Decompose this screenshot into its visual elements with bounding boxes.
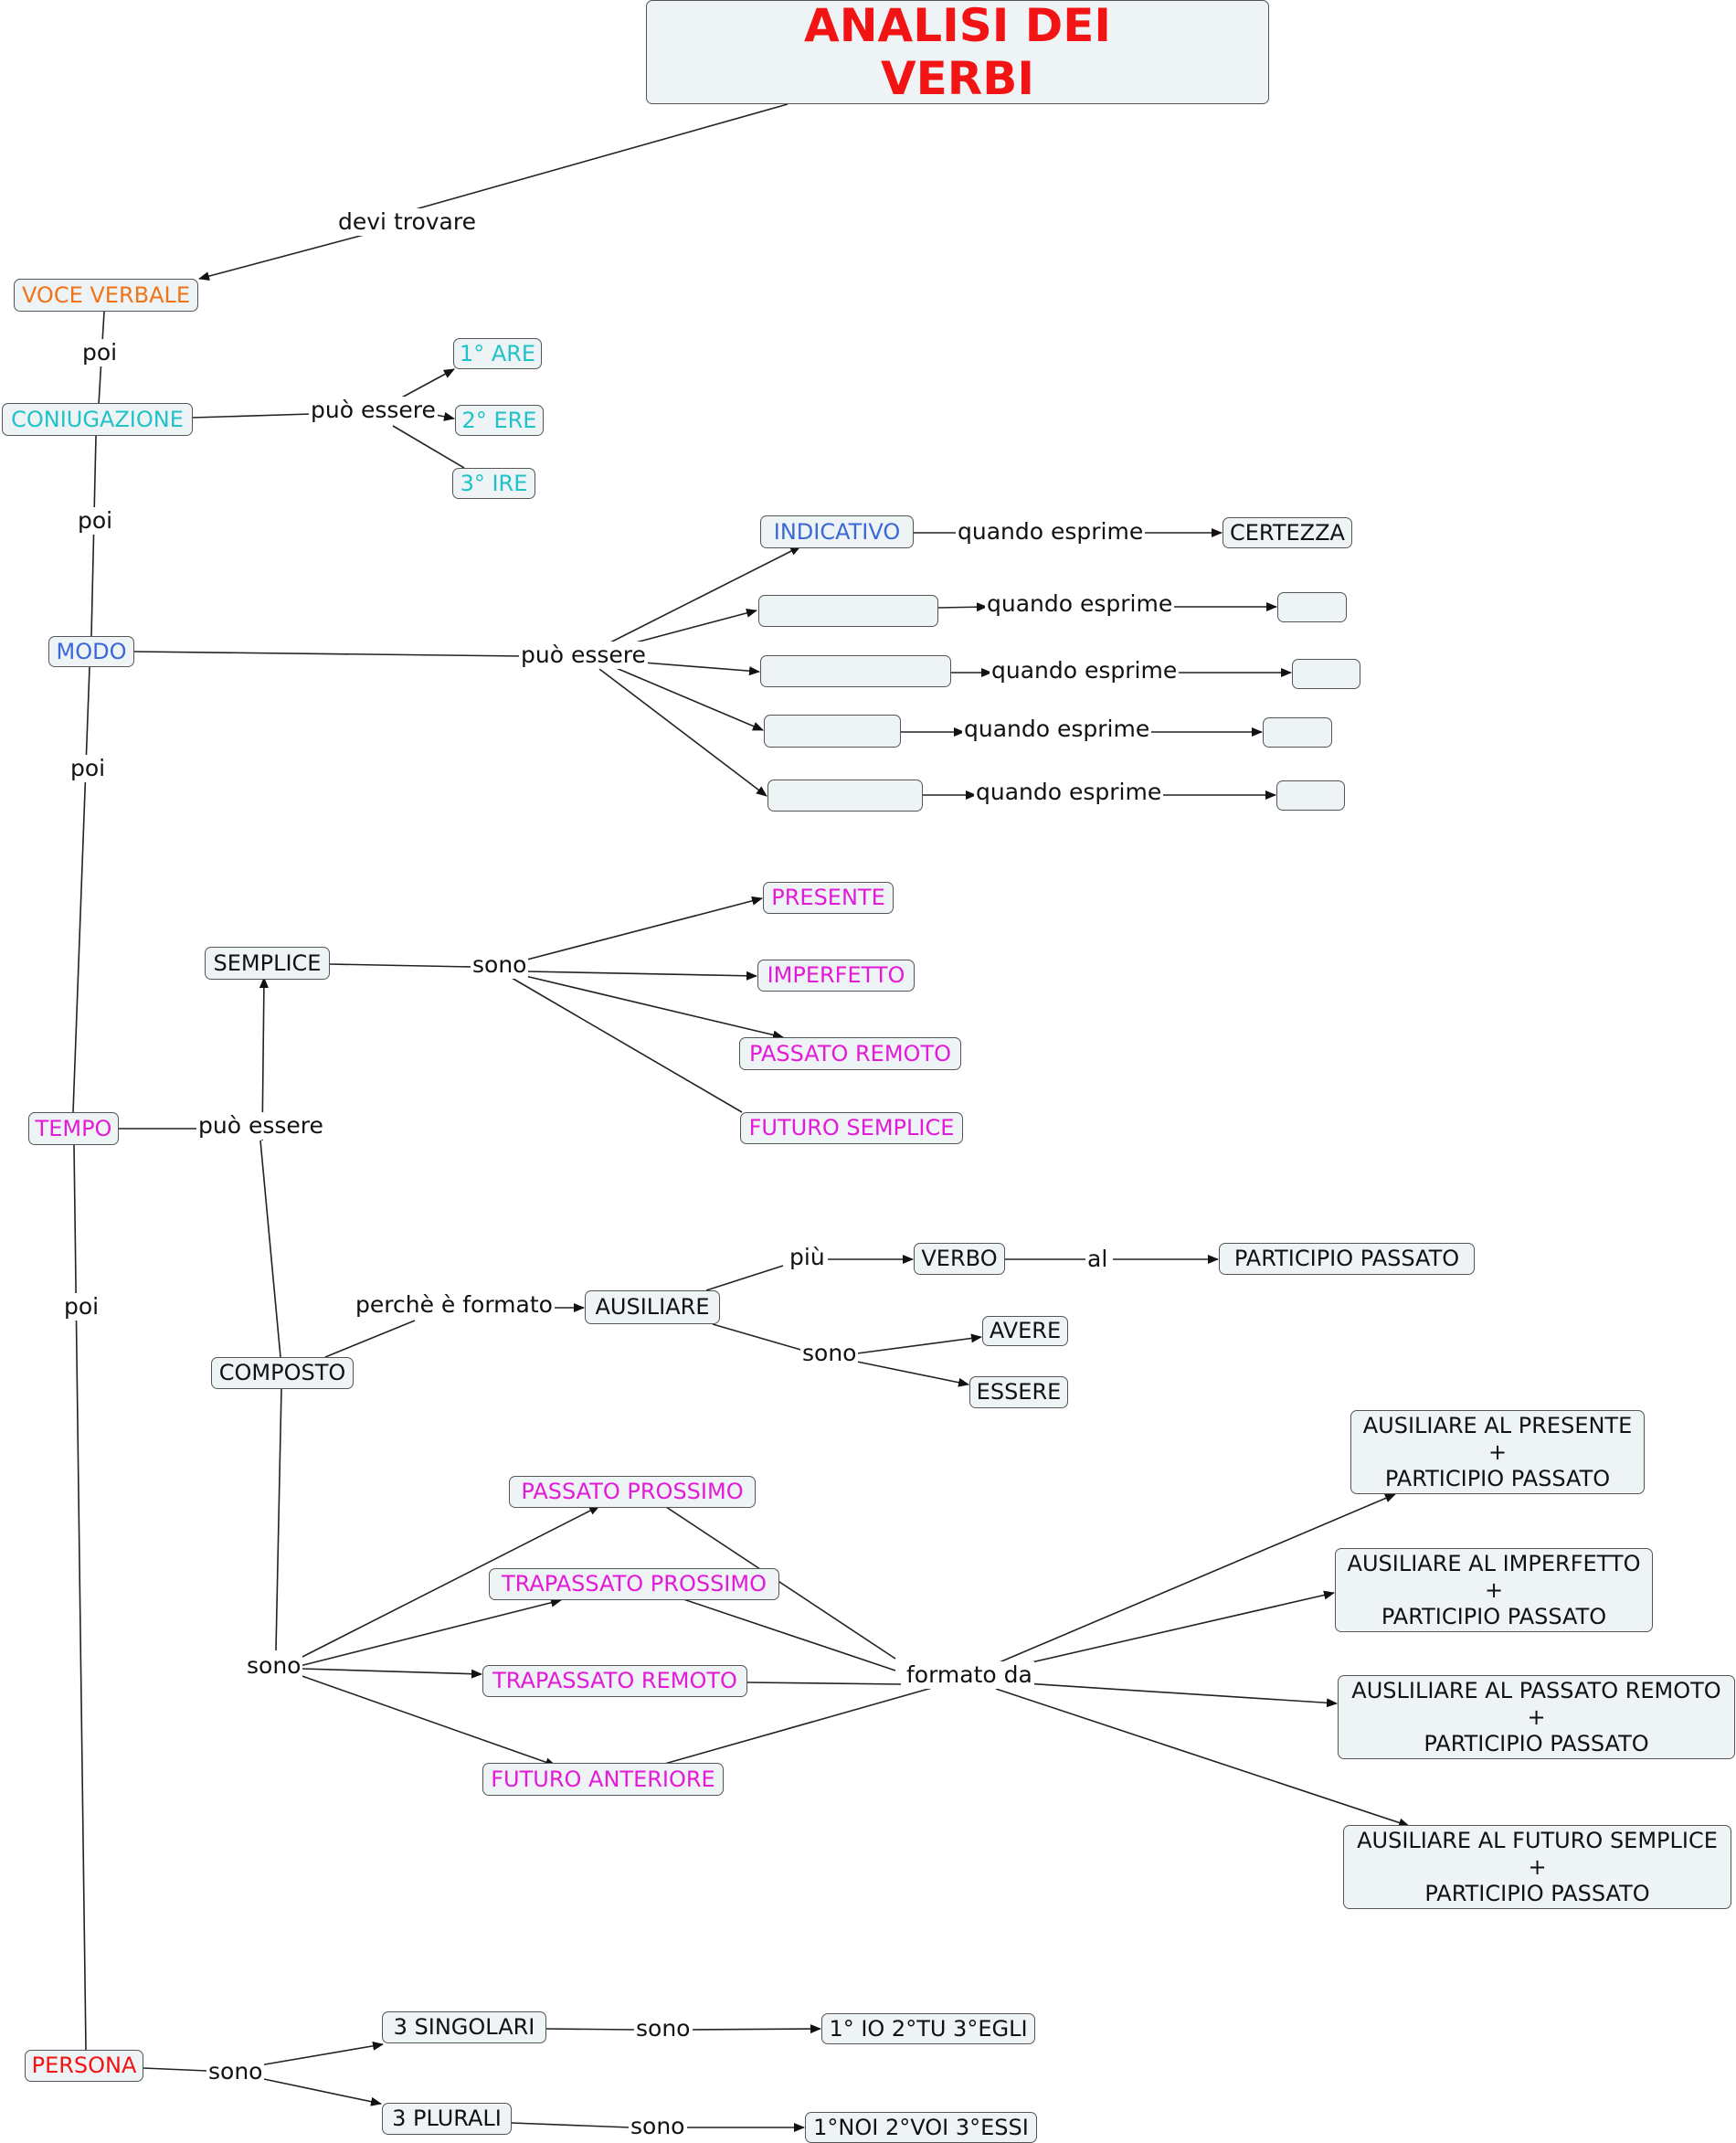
label-quando-esprime-2: quando esprime — [985, 590, 1175, 618]
plurali-node: 3 PLURALI — [382, 2103, 512, 2135]
imperfetto-node: IMPERFETTO — [757, 960, 915, 992]
ausiliare-futuro-semplice-line-1: AUSILIARE AL FUTURO SEMPLICE — [1357, 1827, 1718, 1853]
composto-node: COMPOSTO — [211, 1357, 354, 1389]
participio-passato-node: PARTICIPIO PASSATO — [1219, 1243, 1475, 1275]
label-puo-essere-coniugazione: può essere — [309, 397, 438, 424]
coniugazione-node: CONIUGAZIONE — [2, 403, 193, 436]
trapassato-prossimo-node: TRAPASSATO PROSSIMO — [489, 1568, 779, 1600]
ausiliare-imperfetto-line-1: AUSILIARE AL IMPERFETTO — [1347, 1550, 1641, 1576]
label-sono-semplice: sono — [471, 951, 529, 979]
singolari-node: 3 SINGOLARI — [382, 2011, 546, 2043]
ausiliare-passato-remoto-line-2: + — [1527, 1703, 1546, 1730]
label-poi-1: poi — [80, 339, 120, 366]
modo-box-3 — [760, 655, 951, 687]
ausiliare-node: AUSILIARE — [585, 1290, 720, 1324]
ere-node: 2° ERE — [455, 405, 544, 436]
indicativo-node: INDICATIVO — [760, 515, 914, 548]
are-node: 1° ARE — [453, 338, 542, 369]
ausiliare-imperfetto-line-3: PARTICIPIO PASSATO — [1381, 1603, 1607, 1629]
title-line-1: ANALISI DEI — [804, 0, 1111, 52]
noi-voi-essi-node: 1°NOI 2°VOI 3°ESSI — [805, 2112, 1037, 2143]
ausiliare-presente-line-1: AUSILIARE AL PRESENTE — [1362, 1412, 1633, 1438]
modo-box-2 — [758, 595, 938, 627]
passato-remoto-node: PASSATO REMOTO — [739, 1037, 961, 1070]
tempo-node: TEMPO — [28, 1112, 119, 1145]
ausiliare-futuro-semplice-node: AUSILIARE AL FUTURO SEMPLICE + PARTICIPI… — [1343, 1825, 1731, 1909]
label-quando-esprime-3: quando esprime — [990, 657, 1180, 684]
label-piu: più — [788, 1244, 827, 1271]
ausiliare-presente-line-3: PARTICIPIO PASSATO — [1384, 1465, 1611, 1491]
label-sono-composto: sono — [245, 1652, 303, 1680]
label-sono-ausiliare: sono — [800, 1340, 859, 1367]
esprime-box-2 — [1277, 592, 1347, 622]
label-quando-esprime-1: quando esprime — [956, 518, 1146, 546]
trapassato-remoto-node: TRAPASSATO REMOTO — [482, 1665, 747, 1697]
label-poi-2: poi — [76, 507, 115, 535]
label-puo-essere-modo: può essere — [519, 642, 648, 669]
passato-prossimo-node: PASSATO PROSSIMO — [509, 1476, 756, 1508]
semplice-node: SEMPLICE — [205, 947, 330, 980]
voce-verbale-node: VOCE VERBALE — [14, 279, 198, 312]
ire-node: 3° IRE — [452, 468, 535, 499]
label-quando-esprime-5: quando esprime — [974, 779, 1164, 806]
label-quando-esprime-4: quando esprime — [962, 716, 1152, 743]
presente-node: PRESENTE — [763, 882, 894, 914]
ausiliare-passato-remoto-line-1: AUSLILIARE AL PASSATO REMOTO — [1351, 1677, 1721, 1703]
futuro-semplice-node: FUTURO SEMPLICE — [740, 1112, 963, 1144]
ausiliare-presente-node: AUSILIARE AL PRESENTE + PARTICIPIO PASSA… — [1350, 1410, 1645, 1494]
futuro-anteriore-node: FUTURO ANTERIORE — [482, 1763, 724, 1796]
label-sono-singolari: sono — [634, 2015, 693, 2042]
label-devi-trovare: devi trovare — [336, 208, 478, 236]
persona-node: PERSONA — [25, 2050, 143, 2082]
label-formato-da: formato da — [905, 1661, 1034, 1689]
ausiliare-passato-remoto-node: AUSLILIARE AL PASSATO REMOTO + PARTICIPI… — [1338, 1675, 1735, 1759]
ausiliare-passato-remoto-line-3: PARTICIPIO PASSATO — [1424, 1730, 1649, 1756]
io-tu-egli-node: 1° IO 2°TU 3°EGLI — [821, 2013, 1035, 2044]
avere-node: AVERE — [982, 1316, 1068, 1346]
modo-node: MODO — [48, 636, 134, 667]
title-node: ANALISI DEI VERBI — [646, 0, 1269, 105]
certezza-node: CERTEZZA — [1223, 517, 1352, 548]
modo-box-4 — [764, 715, 901, 748]
label-perche-formato: perchè è formato — [354, 1291, 555, 1319]
esprime-box-4 — [1263, 717, 1332, 748]
modo-box-5 — [767, 780, 923, 812]
esprime-box-5 — [1276, 780, 1345, 811]
verbo-node: VERBO — [914, 1243, 1005, 1275]
label-sono-plurali: sono — [629, 2113, 687, 2140]
ausiliare-futuro-semplice-line-2: + — [1528, 1853, 1547, 1880]
label-poi-4: poi — [62, 1293, 101, 1321]
essere-node: ESSERE — [969, 1376, 1068, 1408]
label-puo-essere-tempo: può essere — [196, 1112, 325, 1140]
ausiliare-presente-line-2: + — [1487, 1438, 1508, 1465]
ausiliare-futuro-semplice-line-3: PARTICIPIO PASSATO — [1424, 1880, 1650, 1906]
esprime-box-3 — [1292, 659, 1360, 689]
ausiliare-imperfetto-line-2: + — [1484, 1576, 1504, 1603]
label-sono-persona: sono — [206, 2058, 265, 2085]
label-al: al — [1085, 1246, 1110, 1273]
title-line-2: VERBI — [880, 52, 1035, 105]
ausiliare-imperfetto-node: AUSILIARE AL IMPERFETTO + PARTICIPIO PAS… — [1335, 1548, 1653, 1632]
label-poi-3: poi — [69, 755, 108, 782]
